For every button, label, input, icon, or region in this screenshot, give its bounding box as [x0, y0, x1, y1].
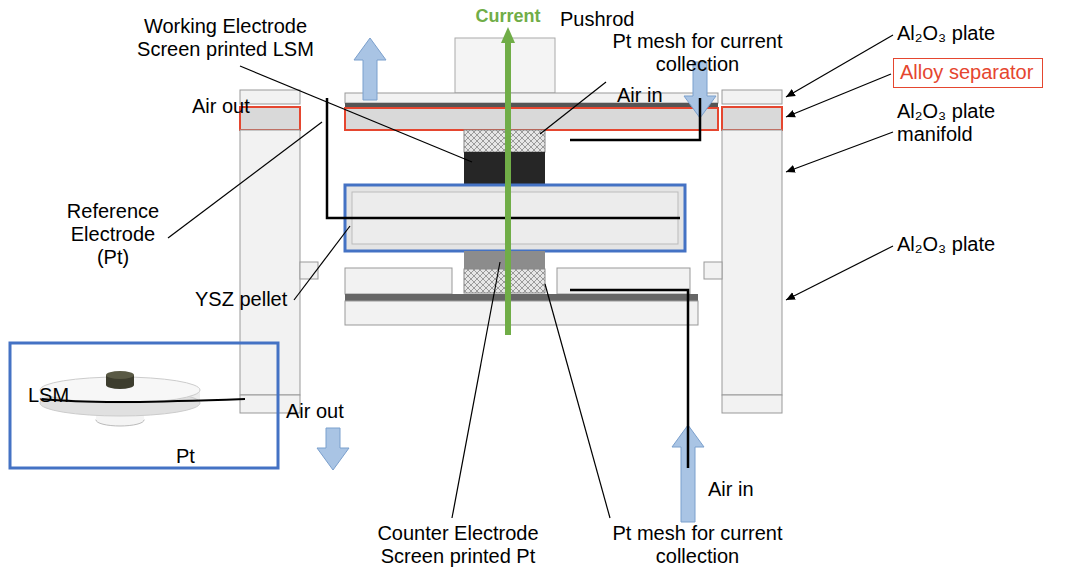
- separator-tag-box: Alloy separator: [893, 58, 1043, 88]
- current-label: Current: [458, 5, 558, 28]
- part-label: Al₂O₃ plate: [897, 233, 995, 256]
- node-text: Alloy separator: [900, 60, 1036, 84]
- part-label: Al₂O₃ plate manifold: [897, 100, 1009, 146]
- part-label: Pushrod: [560, 8, 635, 31]
- flow-label: Air out: [286, 400, 344, 423]
- flow-label: Air in: [708, 478, 754, 501]
- part-label: Al₂O₃ plate: [897, 22, 995, 45]
- part-label: Pt: [176, 445, 195, 468]
- part-label: LSM: [28, 384, 69, 407]
- flow-label: Air out: [192, 95, 250, 118]
- part-label: Pt mesh for current collection: [590, 522, 805, 568]
- part-label: Working Electrode Screen printed LSM: [128, 15, 323, 61]
- part-label: Pt mesh for current collection: [590, 30, 805, 76]
- part-label: Reference Electrode (Pt): [58, 200, 168, 269]
- flow-label: Air in: [617, 84, 663, 107]
- part-label: YSZ pellet: [195, 288, 287, 311]
- part-label: Counter Electrode Screen printed Pt: [368, 522, 548, 568]
